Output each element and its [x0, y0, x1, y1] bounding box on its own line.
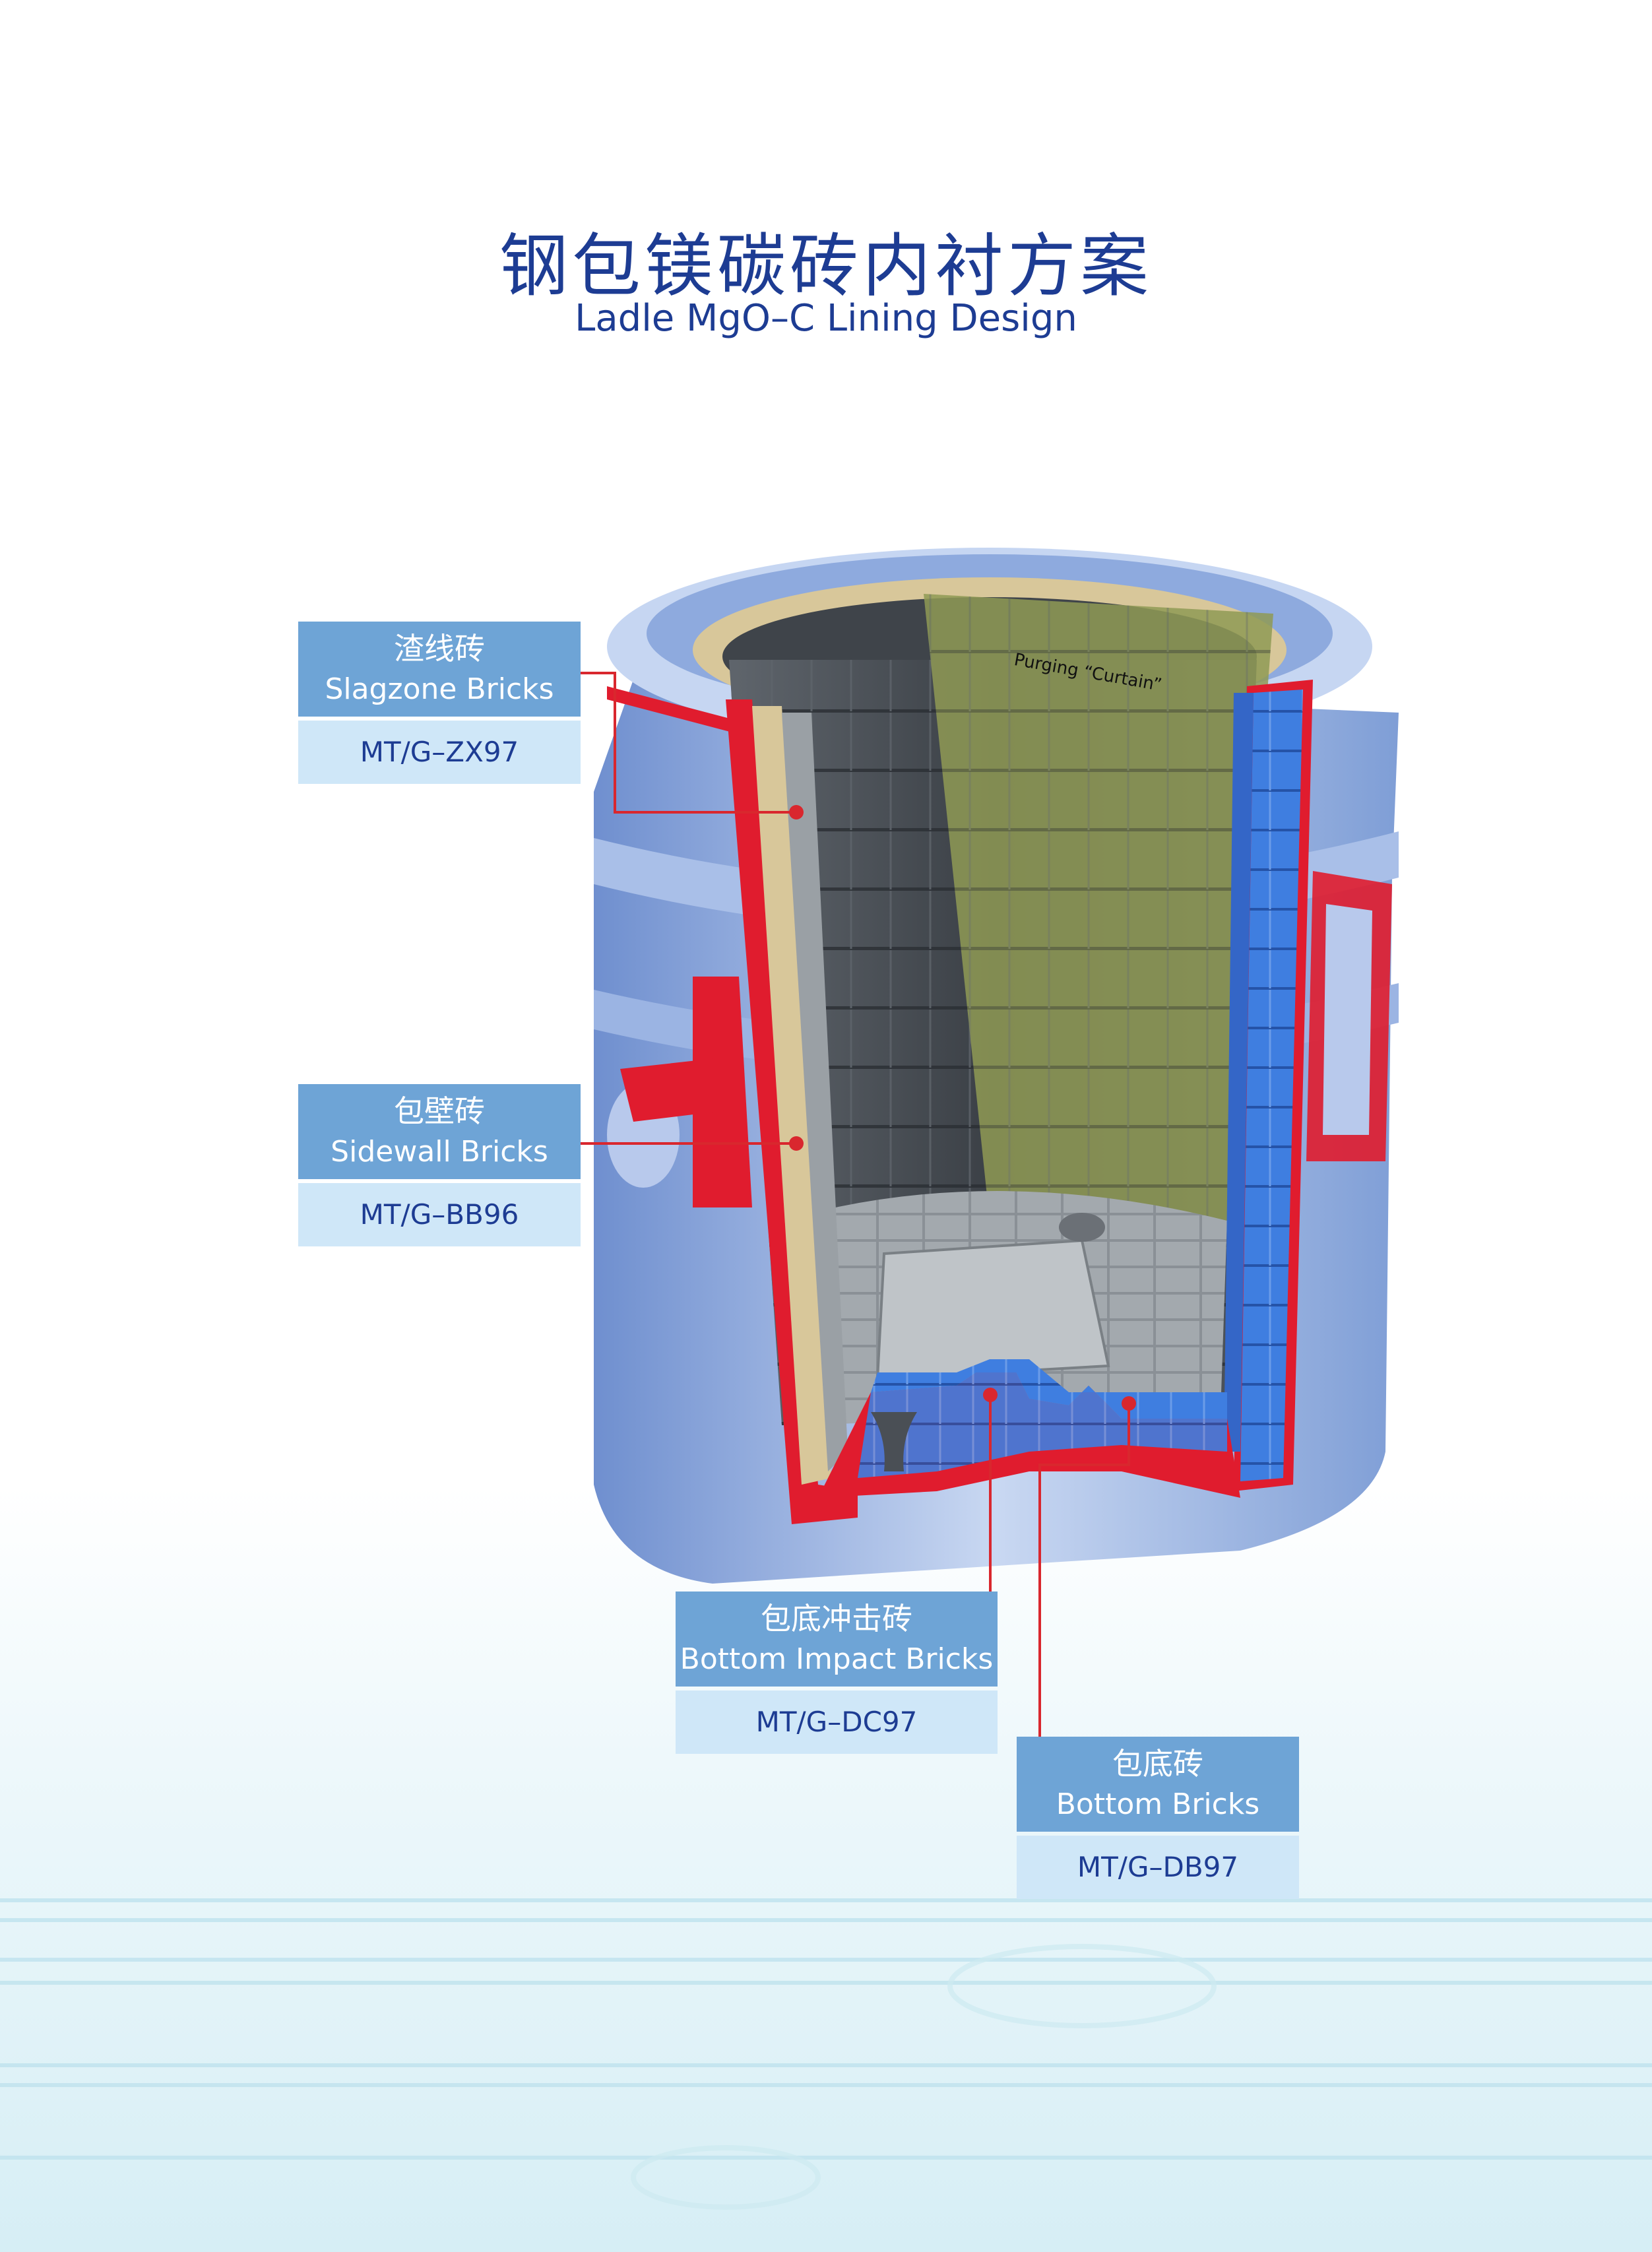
slagzone-leader: [581, 672, 796, 814]
label-sidewall-head: 包壁砖 Sidewall Bricks: [298, 1084, 581, 1179]
label-slagzone-cn: 渣线砖: [394, 631, 485, 666]
bottom-section: [818, 1359, 1240, 1498]
right-wall-section: [1224, 680, 1392, 1491]
page-subtitle: Ladle MgO–C Lining Design: [575, 297, 1077, 340]
sidewall-dot: [789, 1136, 804, 1151]
leader-dots: [789, 805, 1136, 1411]
label-bottom-impact-en: Bottom Impact Bricks: [680, 1642, 994, 1676]
label-slagzone-en: Slagzone Bricks: [325, 672, 554, 706]
label-sidewall: 包壁砖 Sidewall Bricks MT/G–BB96: [298, 1084, 581, 1246]
label-bottom-impact: 包底冲击砖 Bottom Impact Bricks MT/G–DC97: [676, 1592, 998, 1754]
bottom-impact-dot: [983, 1388, 998, 1402]
label-bottom-code: MT/G–DB97: [1017, 1836, 1299, 1899]
label-slagzone: 渣线砖 Slagzone Bricks MT/G–ZX97: [298, 622, 581, 784]
background-stripes: [0, 1898, 1652, 2210]
label-bottom-head: 包底砖 Bottom Bricks: [1017, 1737, 1299, 1832]
label-bottom-impact-cn: 包底冲击砖: [761, 1601, 912, 1636]
leader-lines: [581, 672, 1130, 1742]
label-sidewall-en: Sidewall Bricks: [331, 1135, 548, 1169]
label-sidewall-cn: 包壁砖: [394, 1093, 485, 1129]
bottom-dot: [1122, 1396, 1136, 1411]
label-slagzone-head: 渣线砖 Slagzone Bricks: [298, 622, 581, 717]
label-slagzone-code: MT/G–ZX97: [298, 721, 581, 784]
page-title: 钢包镁碳砖内衬方案: [499, 226, 1153, 306]
label-bottom-impact-code: MT/G–DC97: [676, 1690, 998, 1754]
label-bottom-cn: 包底砖: [1112, 1746, 1203, 1782]
label-sidewall-code: MT/G–BB96: [298, 1183, 581, 1246]
impact-pad: [875, 1239, 1110, 1381]
bottom-leader: [1038, 1403, 1130, 1742]
label-bottom: 包底砖 Bottom Bricks MT/G–DB97: [1017, 1737, 1299, 1899]
left-wall-section: [607, 686, 858, 1524]
label-bottom-impact-head: 包底冲击砖 Bottom Impact Bricks: [676, 1592, 998, 1687]
slagzone-dot: [789, 805, 804, 820]
label-bottom-en: Bottom Bricks: [1056, 1787, 1260, 1821]
